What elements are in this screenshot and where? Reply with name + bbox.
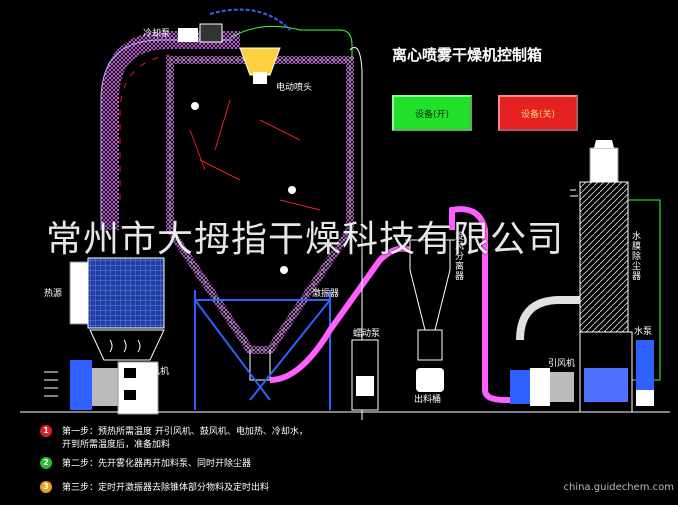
step-1: 1 第一步：预热所需温度 开引风机、鼓风机、电加热、冷却水， 开到所需温度后，准备…	[40, 424, 308, 450]
step-text: 第三步：定时开激振器去除锥体部分物料及定时出料	[62, 483, 270, 493]
label-separator: 旋风分离器	[455, 232, 465, 282]
label-scrubber: 水膜除尘器	[632, 232, 642, 282]
step-3: 3 第三步：定时开激振器去除锥体部分物料及定时出料	[40, 480, 269, 493]
induced-fan	[510, 368, 574, 406]
label-cooling-pump: 冷却泵	[143, 29, 171, 39]
label-induced-fan: 引风机	[548, 359, 576, 369]
step-number: 3	[40, 480, 52, 493]
label-water-pump: 水泵	[634, 327, 653, 337]
cooling-pump	[178, 8, 291, 43]
power-on-button[interactable]: 设备(开)	[392, 95, 472, 131]
blower	[44, 360, 159, 415]
step-number: 1	[40, 424, 52, 437]
transfer-pipes	[269, 47, 580, 420]
step-text-continued: 开到所需温度后，准备加料	[62, 440, 171, 450]
label-blower: 鼓风机	[142, 367, 170, 377]
step-text: 第二步：先开雾化器再开加料泵、同时开除尘器	[62, 459, 252, 469]
drying-chamber	[166, 25, 354, 381]
water-pump	[636, 340, 654, 406]
cyclone-separator	[405, 239, 455, 392]
source-watermark: china.guidechem.com	[563, 482, 675, 493]
label-discharge: 出料桶	[414, 395, 442, 405]
step-2: 2 第二步：先开雾化器再开加料泵、同时开除尘器	[40, 456, 251, 469]
label-vibrator: 激振器	[312, 289, 340, 299]
label-electric-nozzle: 电动喷头	[276, 83, 313, 93]
company-watermark: 常州市大拇指干燥科技有限公司	[46, 219, 565, 260]
support-frame	[194, 290, 331, 410]
hot-air-duct	[100, 31, 240, 230]
step-number: 2	[40, 456, 52, 469]
step-text: 第一步：预热所需温度 开引风机、鼓风机、电加热、冷却水，	[62, 427, 308, 437]
feed-pump	[351, 339, 379, 411]
page-title: 离心喷雾干燥机控制箱	[392, 46, 543, 64]
label-heat-source: 热源	[44, 289, 63, 299]
label-feed-pump: 蠕动泵	[353, 329, 381, 339]
heater	[69, 257, 165, 361]
power-off-button[interactable]: 设备(关)	[498, 95, 578, 131]
wet-scrubber	[570, 140, 661, 413]
